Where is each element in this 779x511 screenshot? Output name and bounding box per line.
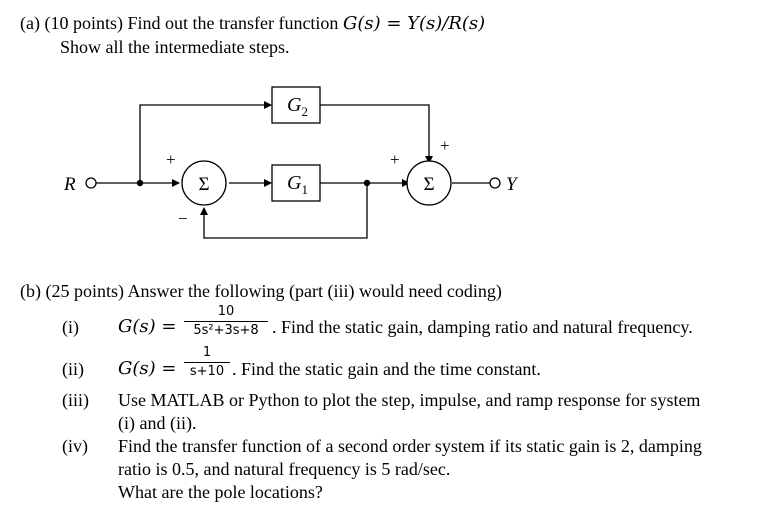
block-g2-label: G2: [287, 94, 308, 119]
item-ii-numerator: 1: [202, 345, 212, 360]
item-iii-line1: Use MATLAB or Python to plot the step, i…: [118, 390, 701, 410]
block-g1: [271, 164, 321, 202]
block-g2: [271, 86, 321, 124]
part-a-formula: G(s) = Y(s)/R(s): [342, 13, 486, 34]
item-iii-number: (iii): [62, 390, 89, 410]
branch-point-input: [136, 179, 144, 187]
item-iv-line2: ratio is 0.5, and natural frequency is 5…: [118, 459, 451, 479]
sum2-plus-sign-top: +: [440, 136, 450, 155]
summing-junction-2: [406, 160, 452, 206]
item-ii-fraction: 1 s+10: [184, 346, 230, 379]
item-i-text: . Find the static gain, damping ratio an…: [272, 317, 693, 337]
feedback-line: [200, 183, 368, 239]
input-label: R: [63, 174, 76, 195]
output-terminal: [489, 177, 501, 189]
part-a-prompt: (10 points) Find out the transfer functi…: [44, 13, 339, 33]
item-i-lhs: G(s) =: [118, 316, 177, 337]
item-ii-lhs: G(s) =: [118, 358, 177, 379]
g2-to-sum2-line: [320, 104, 433, 164]
summing-junction-1: [181, 160, 227, 206]
item-ii-denominator: s+10: [189, 364, 225, 379]
item-i-number: (i): [62, 317, 79, 337]
item-i-denominator: 5s²+3s+8: [193, 323, 259, 338]
sum1-minus-sign: −: [178, 209, 188, 228]
item-i-fraction-bar: [184, 321, 268, 322]
item-i-fraction: 10 5s²+3s+8: [184, 305, 268, 338]
item-ii-fraction-bar: [184, 362, 230, 363]
part-a-heading: (a) (10 points) Find out the transfer fu…: [20, 13, 485, 34]
block-diagram: G2 G1 Σ Σ R Y + − + +: [63, 86, 519, 239]
part-a-instruction: Show all the intermediate steps.: [60, 37, 290, 57]
branch-point-feedback: [363, 179, 371, 187]
part-b-label: (b): [20, 281, 41, 301]
input-terminal: [85, 177, 97, 189]
sum1-symbol: Σ: [198, 174, 209, 195]
item-ii-text: . Find the static gain and the time cons…: [232, 359, 541, 379]
item-iii-line2: (i) and (ii).: [118, 413, 197, 433]
sum2-symbol: Σ: [423, 174, 434, 195]
part-b-heading: (b) (25 points) Answer the following (pa…: [20, 281, 502, 301]
item-ii-number: (ii): [62, 359, 84, 379]
part-a-label: (a): [20, 13, 40, 33]
item-iv-line3: What are the pole locations?: [118, 482, 323, 502]
block-g1-label: G1: [287, 172, 308, 197]
part-b-prompt: (25 points) Answer the following (part (…: [45, 281, 502, 301]
item-iv-number: (iv): [62, 436, 88, 456]
upper-branch-line: [139, 101, 272, 183]
sum2-plus-sign-left: +: [390, 150, 400, 169]
item-iv-line1: Find the transfer function of a second o…: [118, 436, 702, 456]
item-i-numerator: 10: [217, 304, 235, 319]
output-label: Y: [506, 174, 519, 195]
sum1-plus-sign: +: [166, 150, 176, 169]
